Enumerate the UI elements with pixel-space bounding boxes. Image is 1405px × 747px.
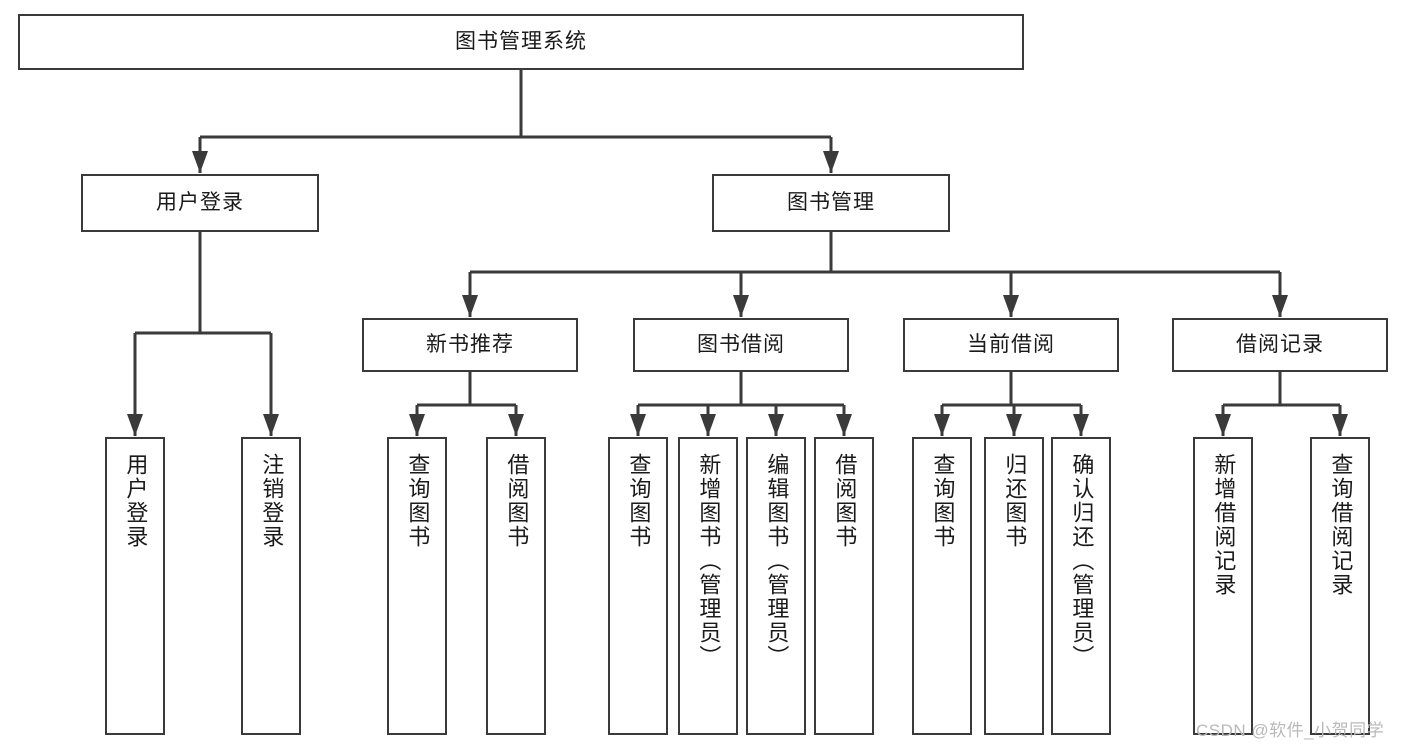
node-bookmgmt[interactable]: 图书管理 (712, 174, 950, 232)
node-leaf1[interactable]: 用户登录 (105, 437, 165, 735)
node-label: 注销登录 (259, 453, 285, 549)
node-label: 查询图书 (626, 453, 652, 549)
node-current[interactable]: 当前借阅 (903, 318, 1119, 372)
node-leaf7[interactable]: 编辑图书（管理员） (746, 437, 806, 735)
node-leaf12[interactable]: 新增借阅记录 (1193, 437, 1253, 735)
node-label: 当前借阅 (967, 333, 1055, 357)
node-label: 用户登录 (156, 191, 244, 215)
node-label: 图书管理系统 (455, 30, 587, 54)
node-label: 新增图书（管理员） (696, 453, 722, 669)
node-label: 图书借阅 (697, 333, 785, 357)
node-label: 新增借阅记录 (1211, 453, 1237, 597)
node-leaf3[interactable]: 查询图书 (387, 437, 447, 735)
node-newbook[interactable]: 新书推荐 (362, 318, 578, 372)
node-records[interactable]: 借阅记录 (1172, 318, 1388, 372)
node-label: 新书推荐 (426, 333, 514, 357)
node-label: 查询图书 (930, 453, 956, 549)
node-leaf5[interactable]: 查询图书 (608, 437, 668, 735)
node-label: 借阅图书 (832, 453, 858, 549)
node-leaf13[interactable]: 查询借阅记录 (1310, 437, 1370, 735)
node-leaf2[interactable]: 注销登录 (241, 437, 301, 735)
node-label: 用户登录 (123, 453, 149, 549)
node-leaf10[interactable]: 归还图书 (984, 437, 1044, 735)
node-label: 借阅记录 (1236, 333, 1324, 357)
node-root[interactable]: 图书管理系统 (18, 14, 1024, 70)
node-leaf11[interactable]: 确认归还（管理员） (1051, 437, 1111, 735)
node-label: 归还图书 (1002, 453, 1028, 549)
node-leaf6[interactable]: 新增图书（管理员） (678, 437, 738, 735)
node-borrow[interactable]: 图书借阅 (633, 318, 849, 372)
node-leaf8[interactable]: 借阅图书 (814, 437, 874, 735)
node-label: 图书管理 (787, 191, 875, 215)
node-label: 查询借阅记录 (1328, 453, 1354, 597)
node-label: 确认归还（管理员） (1069, 453, 1095, 669)
node-leaf9[interactable]: 查询图书 (912, 437, 972, 735)
node-login[interactable]: 用户登录 (81, 174, 319, 232)
node-leaf4[interactable]: 借阅图书 (486, 437, 546, 735)
node-label: 借阅图书 (504, 453, 530, 549)
node-label: 编辑图书（管理员） (764, 453, 790, 669)
node-label: 查询图书 (405, 453, 431, 549)
